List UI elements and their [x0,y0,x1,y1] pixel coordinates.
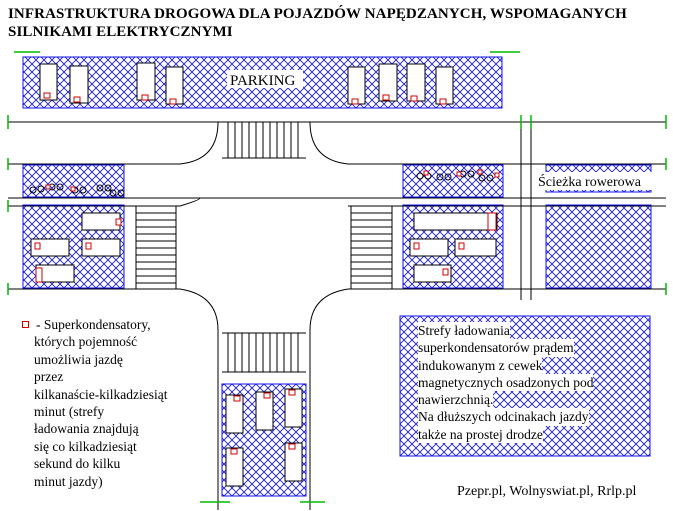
legend-line: przez [34,369,64,385]
edge-markers [7,51,667,503]
car [39,63,58,101]
legend-line: których pojemność [34,334,138,350]
legend-line: umożliwia jazdę [34,351,123,367]
legend-line: minut jazdy) [34,473,103,489]
legend: - Superkondensatory, których pojemność u… [22,316,202,490]
car [225,447,244,487]
info-line: Strefy ładowania [418,322,510,340]
title-line-1: INFRASTRUKTURA DROGOWA DLA POJAZDÓW NAPĘ… [8,6,627,22]
car [284,388,303,428]
legend-line: - Superkondensatory, [22,316,202,333]
parking-label: PARKING [230,73,295,89]
road-lines [8,121,666,510]
legend-line: sekund do kilku [34,456,121,472]
bike-supercap-markers [45,169,500,192]
legend-line: ładowania znajdują [34,421,139,437]
info-box: Strefy ładowania superkondensatorów prąd… [418,322,646,444]
car [255,391,274,431]
legend-line: minut (strefy [34,404,105,420]
car [406,63,426,102]
supercap-markers [34,92,497,455]
car [165,66,184,105]
car [81,212,121,231]
car [435,66,454,105]
info-line: superkondensatorów prądem [418,339,574,357]
right-bike-zone [402,164,504,198]
info-line: nawierzchnią. [418,391,494,409]
info-line: indukowanym z cewek [418,356,543,374]
crosswalk-left [135,206,177,289]
parking-label-bg [227,70,303,88]
car [69,65,89,104]
page-title: INFRASTRUKTURA DROGOWA DLA POJAZDÓW NAPĘ… [8,5,668,41]
car [454,238,497,257]
car [136,62,156,101]
info-line: magnetycznych osadzonych pod [418,373,594,392]
car [284,442,303,482]
supercap-marker-icon [22,321,29,329]
far-right-lower-zone [545,204,652,289]
info-line: Na dłuższych odcinakach jazdy [418,408,589,426]
legend-line: się co kilkadziesiąt [34,438,137,454]
bike-path-label: Ścieżka rowerowa [538,173,642,190]
car [347,66,366,105]
info-line: także na prostej drodze [418,425,543,444]
vehicles [30,62,498,487]
bike-path-label-bg [536,172,658,190]
crosswalk-top [222,121,306,159]
car [378,63,398,102]
crosswalk-bottom [222,332,306,373]
crosswalk-right [350,206,393,289]
source-credit: Pzepr.pl, Wolnyswiat.pl, Rrlp.pl [457,484,637,499]
car [413,212,498,231]
car [225,394,244,434]
legend-line: kilkanaście-kilkadziesiąt [34,386,168,402]
title-line-2: SILNIKAMI ELEKTRYCZNYMI [8,24,233,40]
car [413,264,452,283]
